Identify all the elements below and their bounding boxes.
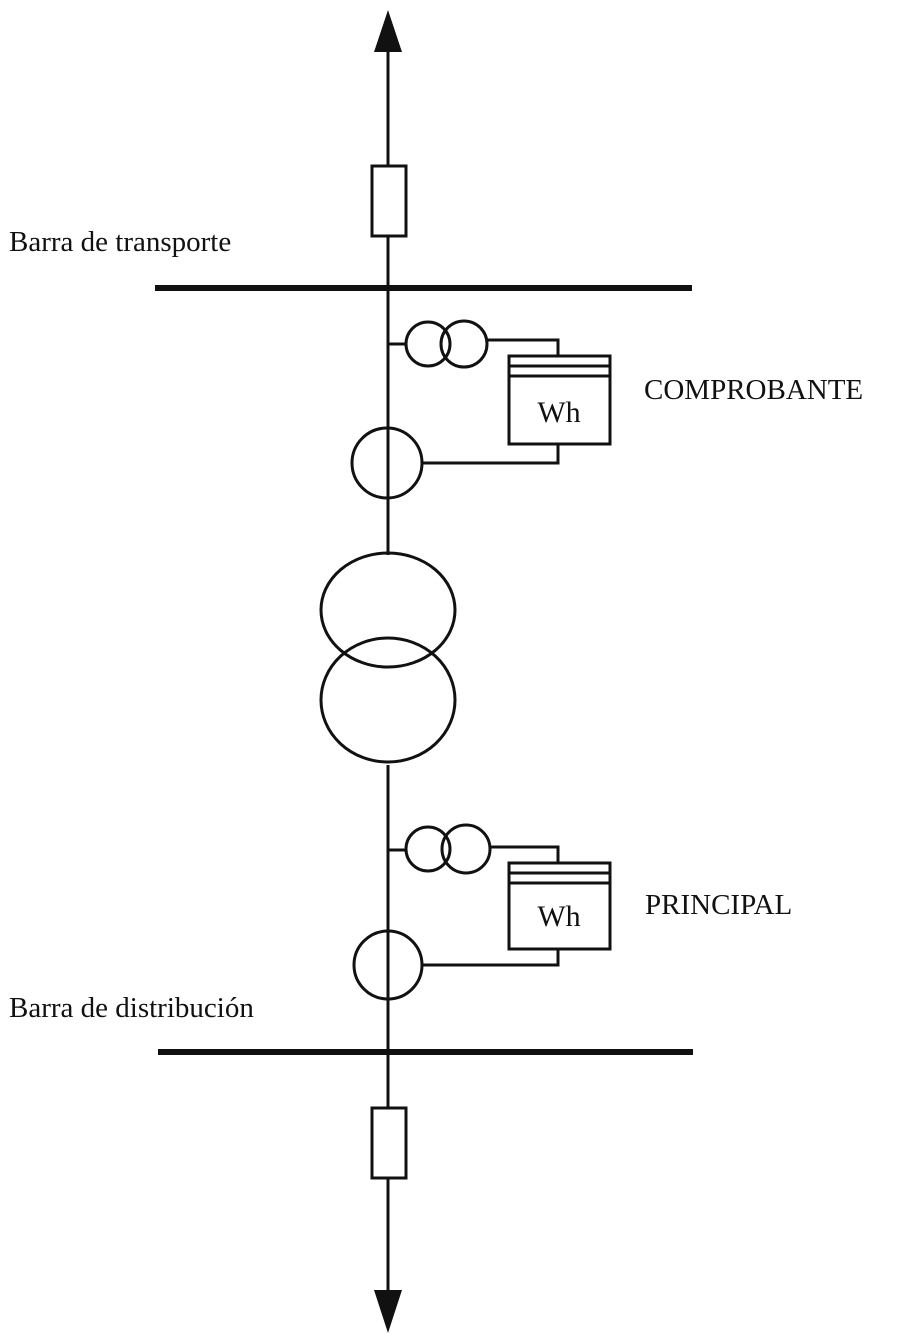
upper-meter-box	[507, 354, 612, 446]
top-breaker	[370, 164, 408, 238]
bottom-breaker	[370, 1106, 408, 1180]
upper-ct-lead	[422, 444, 560, 465]
upper-voltage-transformer-icon	[404, 319, 489, 369]
main-meter-label: PRINCIPAL	[645, 889, 792, 921]
lower-meter-unit: Wh	[537, 900, 580, 933]
upper-meter-unit: Wh	[537, 396, 580, 429]
transport-bus-label: Barra de transporte	[9, 226, 231, 258]
top-arrow-icon	[374, 10, 402, 52]
lower-vt-lead	[490, 845, 560, 863]
power-transformer-icon	[319, 551, 457, 764]
distribution-bus-label: Barra de distribución	[9, 992, 254, 1024]
bottom-arrow-icon	[374, 1290, 402, 1333]
upper-vt-lead	[487, 338, 560, 356]
lower-meter-box	[507, 861, 612, 951]
check-meter-label: COMPROBANTE	[644, 374, 863, 406]
lower-ct-lead	[422, 949, 560, 967]
lower-voltage-transformer-icon	[404, 823, 492, 875]
